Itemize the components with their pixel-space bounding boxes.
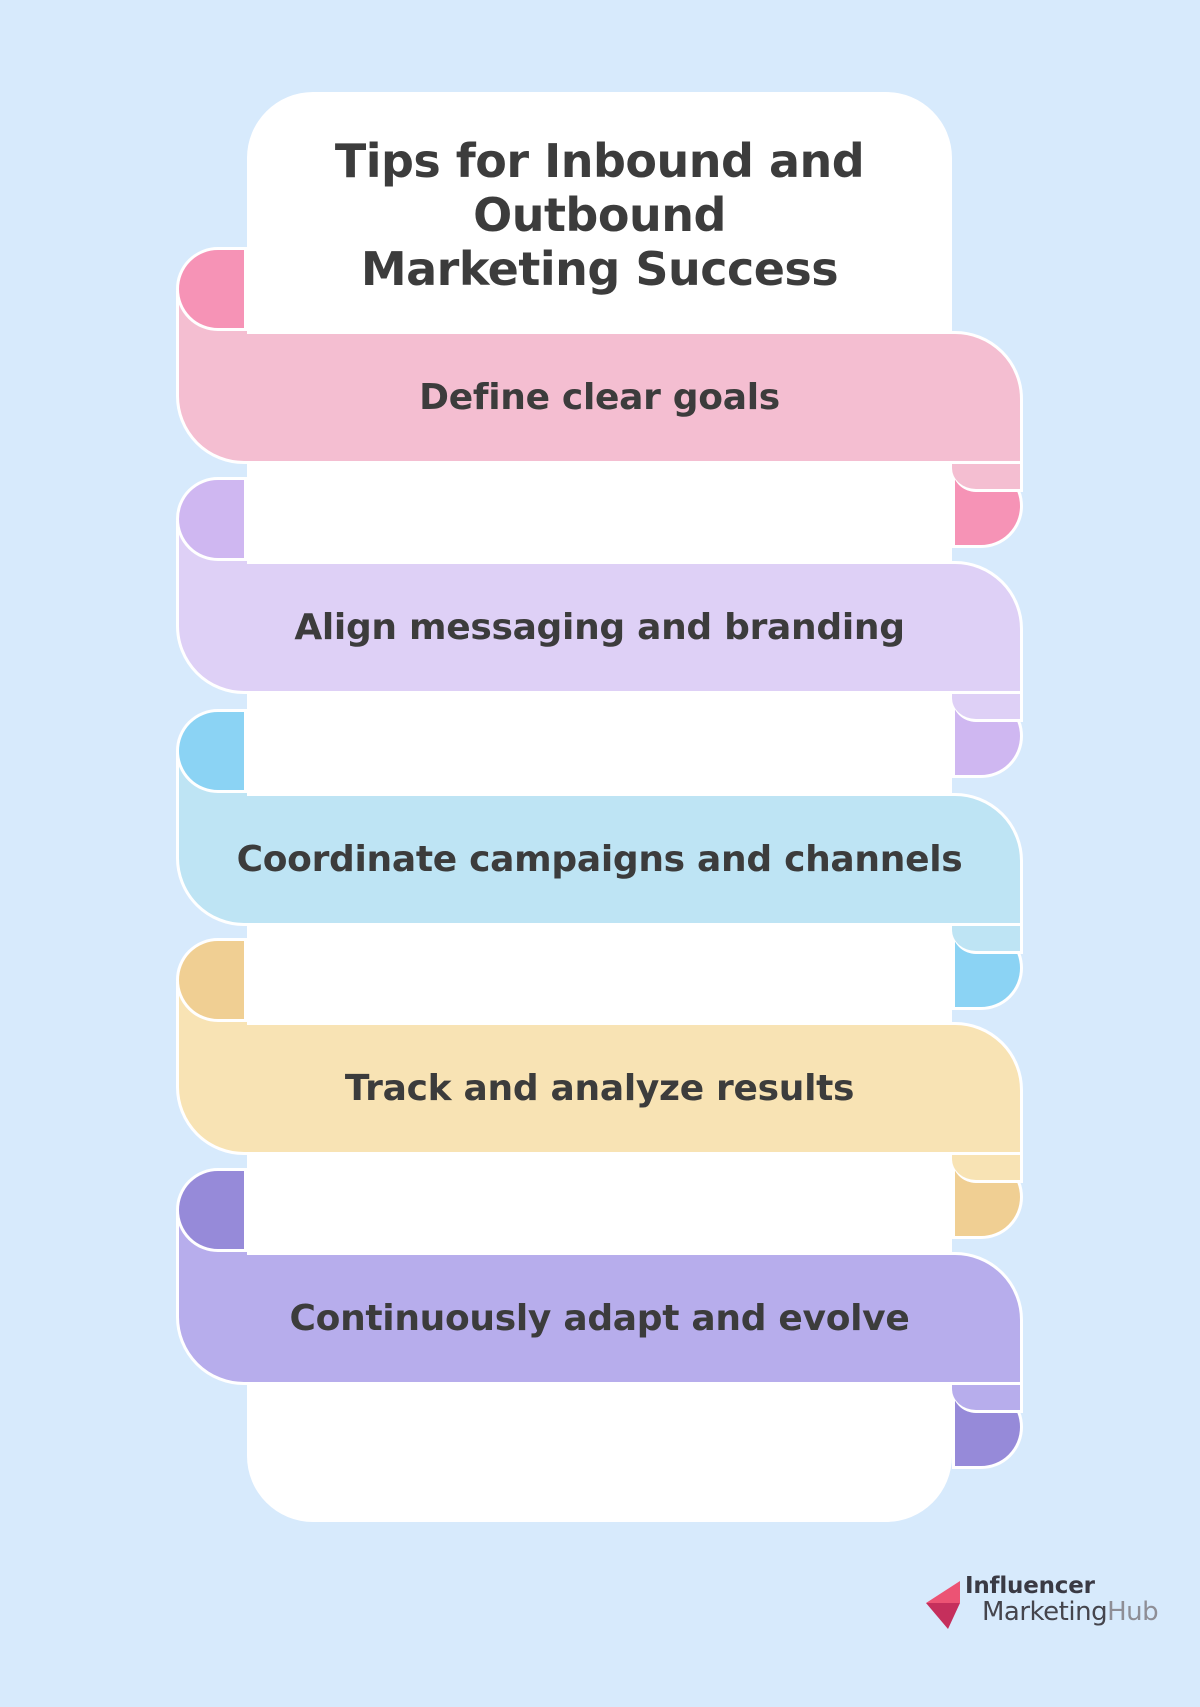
page-title-line1: Tips for Inbound and Outbound [334,134,865,242]
ribbon-fold-tail-right [952,464,1023,492]
logo-marketing: Marketing [982,1597,1108,1627]
ribbon-label: Track and analyze results [344,1068,855,1109]
logo-line2: MarketingHub [965,1597,1159,1627]
ribbon-fold-tab-left [176,477,247,561]
ribbon-fold-tab-left [176,938,247,1022]
logo-line1: Influencer [965,1573,1095,1599]
page-title-line2: Marketing Success [360,242,839,296]
logo-hub: Hub [1107,1597,1159,1627]
ribbon-fold-tab-left [176,1168,247,1252]
ribbon-band: Define clear goals [176,331,1023,464]
ribbon-fold-tail-right [952,926,1023,954]
ribbon-fold-tail-right [952,1155,1023,1183]
ribbon-band: Coordinate campaigns and channels [176,793,1023,926]
ribbon-fold-tab-left [176,247,247,331]
ribbon-define-clear-goals: Define clear goals [176,247,1023,549]
ribbon-band: Continuously adapt and evolve [176,1252,1023,1385]
influencer-marketinghub-logo: Influencer MarketingHub [926,1573,1159,1629]
influencer-arrow-icon [926,1581,960,1629]
ribbon-fold-tail-right [952,694,1023,722]
logo-text: Influencer MarketingHub [965,1573,1159,1627]
ribbon-adapt-evolve: Continuously adapt and evolve [176,1168,1023,1470]
ribbon-label: Align messaging and branding [294,607,905,648]
ribbon-label: Define clear goals [419,377,780,418]
ribbon-band: Track and analyze results [176,1022,1023,1155]
ribbon-track-analyze: Track and analyze results [176,938,1023,1240]
ribbon-fold-tab-left [176,709,247,793]
ribbon-fold-tail-right [952,1385,1023,1413]
ribbon-coordinate-campaigns: Coordinate campaigns and channels [176,709,1023,1011]
ribbon-align-messaging: Align messaging and branding [176,477,1023,779]
ribbon-label: Continuously adapt and evolve [289,1298,910,1339]
ribbon-label: Coordinate campaigns and channels [236,839,963,880]
page-title: Tips for Inbound and Outbound Marketing … [247,134,952,296]
ribbon-band: Align messaging and branding [176,561,1023,694]
